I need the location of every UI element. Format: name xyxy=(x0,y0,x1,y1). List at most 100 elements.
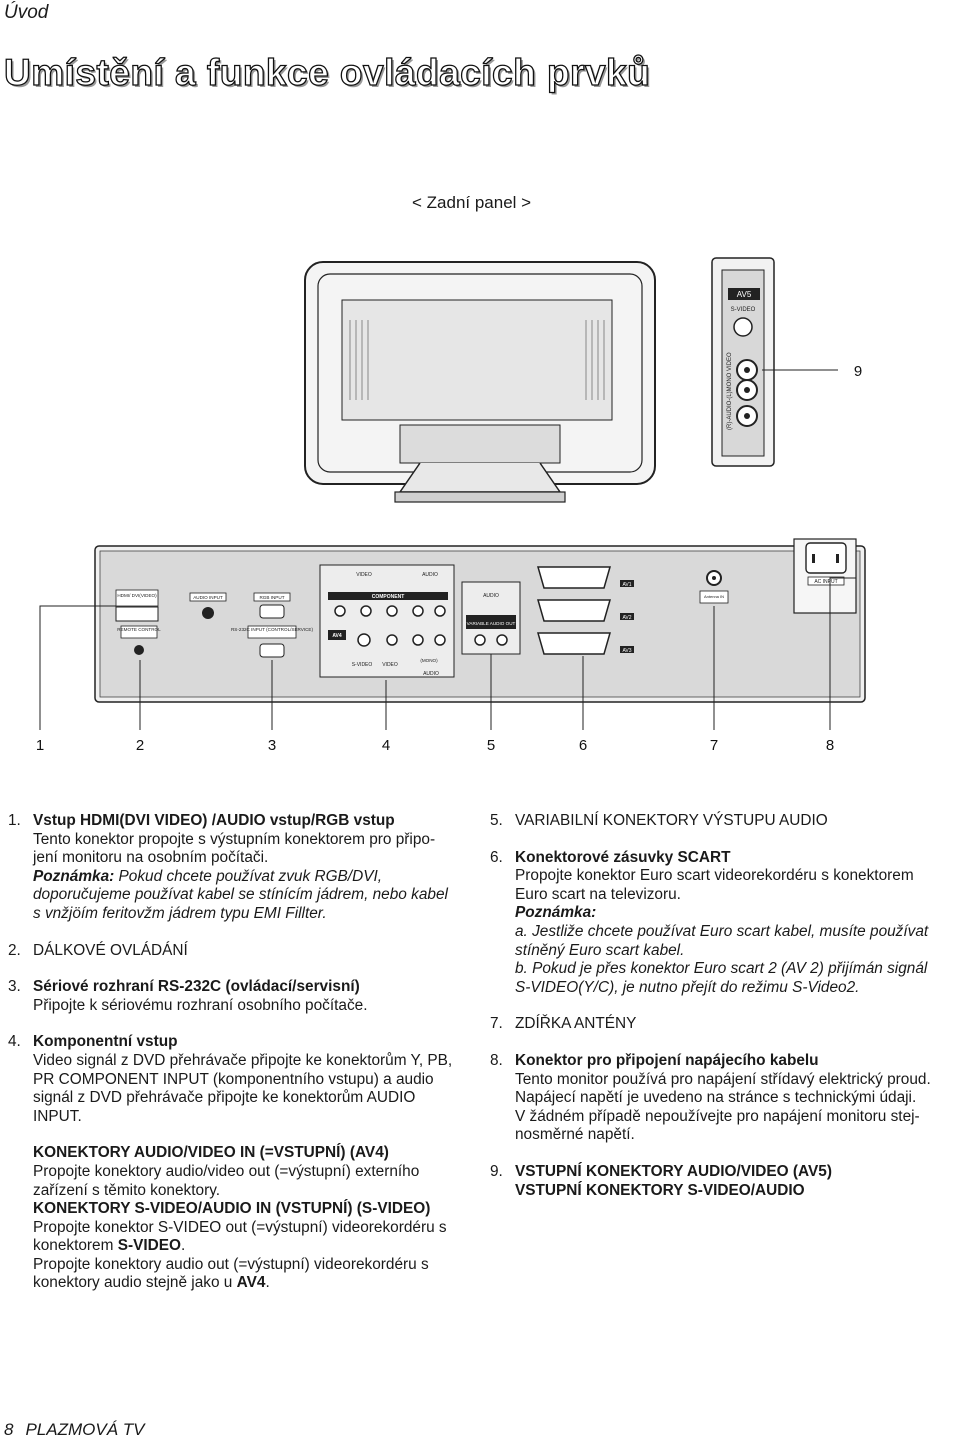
component-label: COMPONENT xyxy=(372,594,405,600)
item-3-text: Připojte k sériovému rozhraní osobního p… xyxy=(33,996,368,1014)
callout-8: 8 xyxy=(826,737,834,754)
item-4-sub2-heading: KONEKTORY S-VIDEO/AUDIO IN (VSTUPNÍ) (S-… xyxy=(33,1200,431,1218)
item-8: 8. Konektor pro připojení napájecího kab… xyxy=(490,1052,955,1145)
av5-svideo-jack xyxy=(733,317,753,337)
diagram-subtitle: < Zadní panel > xyxy=(412,193,532,212)
item-4-text-line: signál z DVD přehrávače připojte ke kone… xyxy=(33,1089,416,1107)
item-4-sub2-bold: S-VIDEO xyxy=(117,1237,181,1255)
scart-av1 xyxy=(537,566,611,589)
callout-3: 3 xyxy=(268,737,276,754)
item-8-text-line: V žádném případě nepoužívejte pro napáje… xyxy=(515,1107,920,1125)
item-6: 6. Konektorové zásuvky SCART Propojte ko… xyxy=(490,849,955,998)
item-7-heading: ZDÍŘKA ANTÉNY xyxy=(515,1015,637,1033)
av4-video-label: VIDEO xyxy=(382,662,398,668)
variable-audio-r-jack xyxy=(496,634,508,646)
item-6-note-a: a. Jestliže chcete používat Euro scart k… xyxy=(515,922,929,940)
mono-label: (MONO) xyxy=(420,658,438,663)
callout-6: 6 xyxy=(579,737,587,754)
item-6-note-b: b. Pokud je přes konektor Euro scart 2 (… xyxy=(515,960,928,978)
av2-label: AV2 xyxy=(622,615,631,621)
ac-socket xyxy=(805,542,847,574)
av5-svideo-label: S-VIDEO xyxy=(731,307,756,313)
callout-5: 5 xyxy=(487,737,495,754)
item-4-number: 4. xyxy=(8,1033,21,1051)
item-3-heading: Sériové rozhraní RS-232C (ovládací/servi… xyxy=(33,978,360,996)
item-5-number: 5. xyxy=(490,812,503,829)
item-9-heading: VSTUPNÍ KONEKTORY S-VIDEO/AUDIO xyxy=(515,1181,805,1199)
rs232c-port xyxy=(259,643,285,658)
item-4-sub1-line: zařízení s těmito konektory. xyxy=(33,1181,221,1199)
variable-audio-label: AUDIO xyxy=(483,593,499,599)
callout-2: 2 xyxy=(136,737,144,754)
tv-rear-drawing xyxy=(304,261,656,503)
item-8-text-line: Napájecí napětí je uvedeno na stránce s … xyxy=(515,1089,917,1107)
item-1-note-label: Poznámka: xyxy=(33,867,115,885)
audio-input-label: AUDIO INPUT xyxy=(193,595,223,600)
item-6-note-b: S-VIDEO(Y/C), je nutno přejít do režimu … xyxy=(515,978,860,996)
item-9: 9. VSTUPNÍ KONEKTORY AUDIO/VIDEO (AV5) V… xyxy=(490,1163,955,1200)
antenna-label: Antenna IN xyxy=(704,594,724,599)
rear-panel-diagram: AV5 S-VIDEO (R)-AUDIO-(L)MONO VIDEO 9 AC… xyxy=(36,257,866,754)
rgb-port xyxy=(259,604,285,619)
item-5-heading: VARIABILNÍ KONEKTORY VÝSTUPU AUDIO xyxy=(515,812,828,829)
item-4-sub1-heading: KONEKTORY AUDIO/VIDEO IN (=VSTUPNÍ) (AV4… xyxy=(33,1144,389,1162)
item-4: 4. Komponentní vstup Video signál z DVD … xyxy=(8,1033,468,1293)
item-2: 2. DÁLKOVÉ OVLÁDÁNÍ xyxy=(8,942,468,961)
item-6-heading: Konektorové zásuvky SCART xyxy=(515,848,731,866)
ac-input-label: AC INPUT xyxy=(814,579,837,585)
item-4-text-line: INPUT. xyxy=(33,1107,82,1125)
remote-control-label: REMOTE CONTROL xyxy=(117,627,161,632)
av5-label: AV5 xyxy=(737,290,752,299)
item-4-text-line: PR COMPONENT INPUT (komponentního vstupu… xyxy=(33,1070,434,1088)
item-4-sub3-end: . xyxy=(265,1274,270,1292)
item-5: 5. VARIABILNÍ KONEKTORY VÝSTUPU AUDIO xyxy=(490,812,955,831)
item-7-number: 7. xyxy=(490,1015,503,1033)
product-name: PLAZMOVÁ TV xyxy=(25,1420,145,1439)
item-1-text-line: Tento konektor propojte s výstupním kone… xyxy=(33,830,436,848)
left-column: 1. Vstup HDMI(DVI VIDEO) /AUDIO vstup/RG… xyxy=(8,812,468,1311)
scart-av3 xyxy=(537,632,611,655)
callout-9: 9 xyxy=(854,363,862,380)
remote-control-jack xyxy=(134,645,144,655)
item-1-text-line: jení monitoru na osobním počítači. xyxy=(33,849,269,867)
item-6-note-label: Poznámka: xyxy=(515,904,597,922)
scart-av2 xyxy=(537,599,611,622)
av5-side-panel: AV5 S-VIDEO (R)-AUDIO-(L)MONO VIDEO xyxy=(711,257,775,467)
item-2-heading: DÁLKOVÉ OVLÁDÁNÍ xyxy=(33,941,188,959)
callout-7: 7 xyxy=(710,737,718,754)
item-9-heading: VSTUPNÍ KONEKTORY AUDIO/VIDEO (AV5) xyxy=(515,1162,832,1180)
callout-4: 4 xyxy=(382,737,390,754)
callout-1: 1 xyxy=(36,737,44,754)
av4-audio-label: AUDIO xyxy=(423,671,439,677)
av1-label: AV1 xyxy=(622,582,631,588)
component-video-label: VIDEO xyxy=(356,572,372,578)
item-6-number: 6. xyxy=(490,848,503,866)
audio-input-jack xyxy=(202,607,214,619)
item-8-text-line: nosměrné napětí. xyxy=(515,1126,635,1144)
av5-vertical-label: (R)-AUDIO-(L)MONO VIDEO xyxy=(727,352,733,430)
item-6-text-line: Euro scart na televizoru. xyxy=(515,885,681,903)
right-column: 5. VARIABILNÍ KONEKTORY VÝSTUPU AUDIO 6.… xyxy=(490,812,955,1218)
item-8-text-line: Tento monitor používá pro napájení stříd… xyxy=(515,1070,931,1088)
hdmi-port xyxy=(115,606,159,622)
variable-audio-l-jack xyxy=(474,634,486,646)
rs232c-label: RS-232C INPUT (CONTROL/SERVICE) xyxy=(231,627,313,632)
item-4-sub3-text: konektory audio stejně jako u xyxy=(33,1274,237,1292)
connector-panel: AC INPUT HDMI/ DVI(VIDEO) AUDIO INPUT RG… xyxy=(94,538,866,703)
av4-label: AV4 xyxy=(332,633,342,639)
item-8-number: 8. xyxy=(490,1051,503,1069)
item-7: 7. ZDÍŘKA ANTÉNY xyxy=(490,1015,955,1034)
item-6-text-line: Propojte konektor Euro scart videorekord… xyxy=(515,867,914,885)
hdmi-label: HDMI/ DVI(VIDEO) xyxy=(117,593,157,598)
page-title: Umístění a funkce ovládacích prvků xyxy=(3,51,651,93)
item-1-number: 1. xyxy=(8,812,21,829)
item-1: 1. Vstup HDMI(DVI VIDEO) /AUDIO vstup/RG… xyxy=(8,812,468,924)
item-1-note-line: doporučujeme používat kabel se stínícím … xyxy=(33,886,448,904)
variable-audio-out-label: VARIABLE AUDIO OUT xyxy=(467,621,516,626)
item-4-sub1-line: Propojte konektory audio/video out (=výs… xyxy=(33,1162,420,1180)
item-9-number: 9. xyxy=(490,1162,503,1180)
av4-svideo-label: S-VIDEO xyxy=(352,662,373,668)
item-8-heading: Konektor pro připojení napájecího kabelu xyxy=(515,1051,819,1069)
item-4-sub3-bold: AV4 xyxy=(236,1274,266,1292)
